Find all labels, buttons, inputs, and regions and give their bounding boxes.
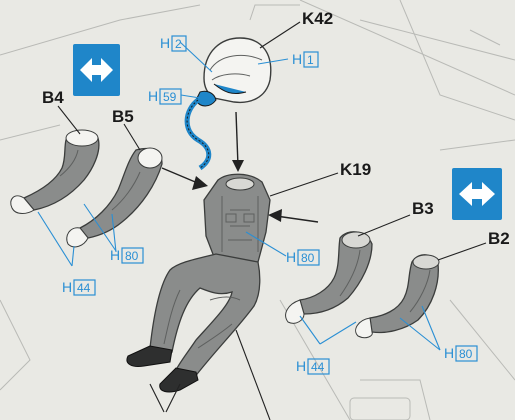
paint-callout-h80-b5: H 80 — [110, 247, 143, 263]
paint-code: 2 — [175, 37, 182, 51]
paint-code: 44 — [77, 281, 91, 295]
paint-callout-h44-b4: H 44 — [62, 279, 95, 295]
paint-code: 59 — [163, 90, 177, 104]
part-label-k19: K19 — [340, 160, 371, 179]
paint-prefix: H — [148, 88, 158, 104]
paint-code: 80 — [459, 347, 473, 361]
swap-arrows-icon — [73, 44, 120, 96]
paint-code: 80 — [125, 249, 139, 263]
pilot-torso-part — [204, 174, 270, 262]
helmet-part — [187, 38, 271, 168]
paint-callout-h80-k19: H 80 — [286, 249, 319, 265]
paint-prefix: H — [296, 358, 306, 374]
paint-callout-h59: H 59 — [148, 88, 181, 104]
paint-callout-h80-b2: H 80 — [444, 345, 477, 361]
paint-prefix: H — [444, 345, 454, 361]
paint-prefix: H — [160, 35, 170, 51]
part-label-b2: B2 — [488, 229, 510, 248]
paint-prefix: H — [292, 51, 302, 67]
paint-code: 80 — [301, 251, 315, 265]
arm-b4-part — [11, 130, 99, 214]
part-label-k42: K42 — [302, 9, 333, 28]
pilot-legs-part — [127, 254, 260, 392]
paint-prefix: H — [110, 247, 120, 263]
paint-code: 44 — [311, 360, 325, 374]
part-label-b3: B3 — [412, 199, 434, 218]
swap-arrows-icon — [452, 168, 502, 220]
paint-prefix: H — [286, 249, 296, 265]
paint-callout-h1: H 1 — [292, 51, 318, 67]
arm-b2-part — [356, 255, 439, 338]
paint-prefix: H — [62, 279, 72, 295]
paint-code: 1 — [307, 53, 314, 67]
paint-callout-h44-b3: H 44 — [296, 358, 329, 374]
paint-callout-h2: H 2 — [160, 35, 186, 51]
part-label-b5: B5 — [112, 107, 134, 126]
part-label-b4: B4 — [42, 88, 64, 107]
arm-b3-part — [286, 232, 372, 324]
